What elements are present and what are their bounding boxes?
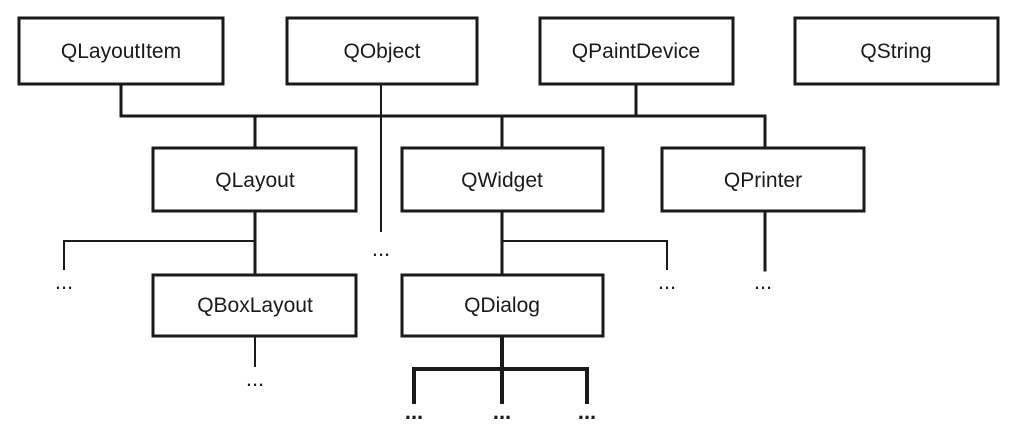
class-box-qboxlayout: QBoxLayout <box>151 273 358 338</box>
qprinter-more-ellipsis: ... <box>754 269 772 294</box>
class-label-qdialog: QDialog <box>464 294 540 317</box>
class-label-qboxlayout: QBoxLayout <box>197 294 313 317</box>
class-label-qprinter: QPrinter <box>724 169 802 192</box>
qboxlayout-more-ellipsis: ... <box>246 366 264 391</box>
qlayout-more-ellipsis: ... <box>55 269 73 294</box>
connectors <box>63 82 767 404</box>
qobject-more-ellipsis: ... <box>372 236 390 261</box>
class-box-qprinter: QPrinter <box>660 146 866 213</box>
class-box-qwidget: QWidget <box>400 146 605 213</box>
class-label-qlayout: QLayout <box>215 169 295 192</box>
class-box-qlayoutitem: QLayoutItem <box>17 16 225 86</box>
qdialog-more-ellipsis-right: ... <box>578 399 596 424</box>
root-bus-line <box>119 82 767 118</box>
qdialog-more-ellipsis-middle: ... <box>493 399 511 424</box>
class-box-qpaintdevice: QPaintDevice <box>538 16 735 86</box>
qwidget-branch-line <box>502 240 668 270</box>
class-label-qstring: QString <box>860 40 931 63</box>
class-label-qpaintdevice: QPaintDevice <box>572 40 700 63</box>
class-label-qobject: QObject <box>343 40 420 63</box>
qdialog-more-ellipsis-left: ... <box>405 399 423 424</box>
class-box-qlayout: QLayout <box>151 146 358 213</box>
class-box-qstring: QString <box>793 16 1000 86</box>
class-label-qwidget: QWidget <box>461 169 543 192</box>
class-box-qobject: QObject <box>285 16 479 86</box>
qdialog-branch-line <box>412 367 589 404</box>
class-box-qdialog: QDialog <box>400 273 605 338</box>
class-label-qlayoutitem: QLayoutItem <box>61 40 181 63</box>
qwidget-more-ellipsis: ... <box>658 269 676 294</box>
qlayout-branch-line <box>63 240 255 270</box>
